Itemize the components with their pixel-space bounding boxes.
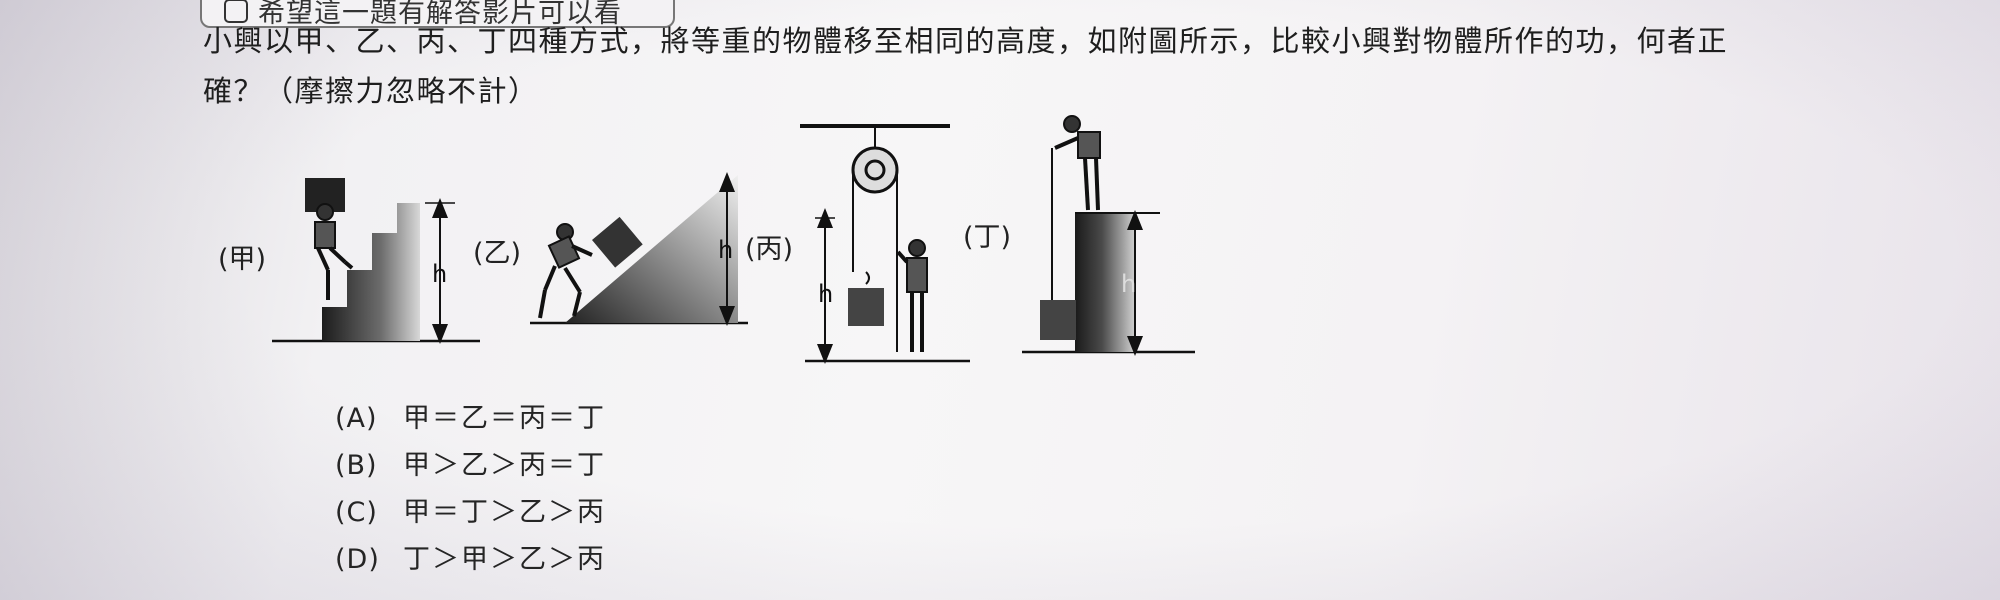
figure-label-bing: (丙) — [745, 234, 793, 265]
lifted-box — [1040, 300, 1076, 340]
option-b[interactable]: (B) 甲＞乙＞丙＝丁 — [335, 442, 606, 489]
staircase — [322, 203, 420, 341]
option-letter: (C) — [335, 497, 378, 528]
person-figure — [1054, 115, 1101, 211]
checkbox-label: 希望這一題有解答影片可以看 — [258, 0, 622, 29]
figure-stairs: (甲) h — [218, 178, 480, 344]
person-figure — [314, 203, 354, 300]
figure-ramp: (乙) h — [473, 172, 748, 326]
figure-label-ding: (丁) — [963, 222, 1011, 253]
checkbox-square[interactable] — [224, 0, 248, 23]
option-d[interactable]: (D) 丁＞甲＞乙＞丙 — [335, 536, 606, 583]
ramp-slope — [565, 175, 738, 323]
video-request-checkbox[interactable]: 希望這一題有解答影片可以看 — [200, 0, 675, 29]
figure-pulley: (丙) h — [745, 124, 970, 364]
figure-label-yi: (乙) — [473, 238, 521, 269]
person-figure — [896, 239, 928, 352]
height-label-jia: h — [432, 260, 447, 288]
height-label-yi: h — [718, 236, 733, 264]
height-label-ding: h — [1121, 270, 1136, 298]
figure-label-jia: (甲) — [218, 244, 266, 275]
answer-options: (A) 甲＝乙＝丙＝丁 (B) 甲＞乙＞丙＝丁 (C) 甲＝丁＞乙＞丙 (D) … — [335, 395, 606, 583]
question-text: 小興以甲、乙、丙、丁四種方式，將等重的物體移至相同的高度，如附圖所示，比較小興對… — [203, 24, 1729, 108]
pushed-box — [592, 216, 643, 268]
option-text: 丁＞甲＞乙＞丙 — [403, 544, 606, 575]
option-letter: (B) — [335, 450, 378, 481]
option-a[interactable]: (A) 甲＝乙＝丙＝丁 — [335, 395, 606, 442]
option-letter: (D) — [335, 544, 380, 575]
height-label-bing: h — [818, 280, 833, 308]
option-letter: (A) — [335, 403, 378, 434]
person-figure — [538, 223, 593, 319]
option-text: 甲＞乙＞丙＝丁 — [403, 450, 606, 481]
option-text: 甲＝乙＝丙＝丁 — [403, 403, 606, 434]
hanging-box — [848, 288, 884, 326]
figure-pillar: (丁) h — [963, 115, 1195, 356]
option-c[interactable]: (C) 甲＝丁＞乙＞丙 — [335, 489, 606, 536]
pulley-wheel — [851, 146, 899, 194]
option-text: 甲＝丁＞乙＞丙 — [403, 497, 606, 528]
pillar — [1075, 213, 1135, 352]
